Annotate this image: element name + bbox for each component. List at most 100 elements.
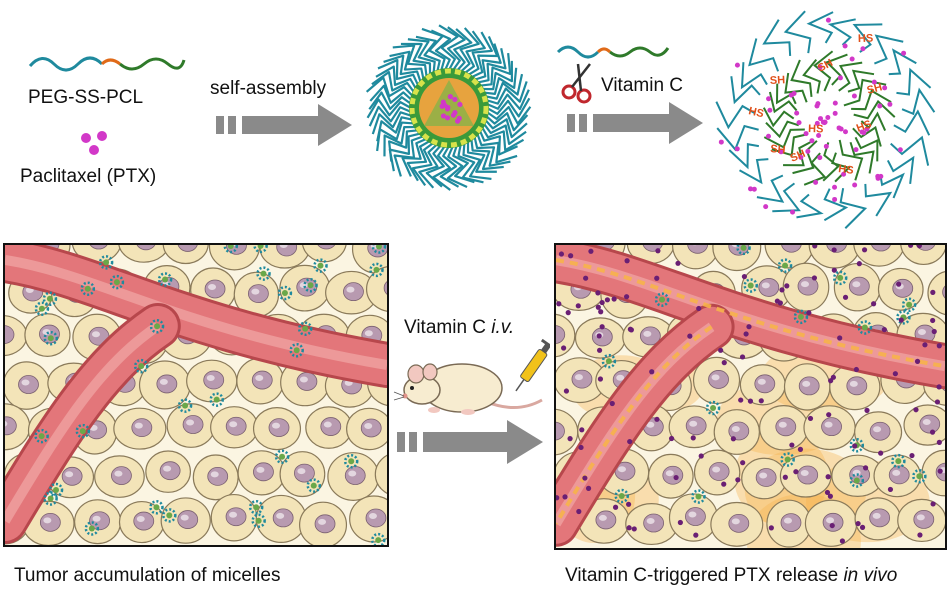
thiol-label: SH [789, 148, 808, 165]
cleaved-chain-icon [556, 45, 670, 59]
cell-nucleus [758, 278, 780, 297]
micelle [614, 488, 629, 504]
ptx-drug [693, 532, 699, 538]
tumor-cell [374, 454, 387, 494]
cell-nucleus [225, 507, 247, 527]
caption-left: Tumor accumulation of micelles [14, 565, 281, 586]
micelle [149, 500, 164, 515]
ptx-drug [595, 304, 601, 310]
cell-nucleus [797, 465, 819, 485]
mouse-icon [393, 363, 543, 415]
ptx-drug [864, 407, 870, 413]
ptx-drug [673, 474, 679, 481]
cell-nucleus [247, 284, 269, 303]
thiol-label: SH [770, 74, 786, 87]
ptx-drug [625, 501, 632, 507]
ptx-drug [862, 465, 869, 471]
ptx-dots-icon [81, 131, 107, 155]
ptx-drug [687, 333, 693, 339]
micelle-icon [365, 24, 532, 191]
micelle [43, 491, 58, 506]
ptx-drug [741, 273, 748, 280]
thiol-label: SH [866, 81, 884, 97]
micelle [34, 428, 49, 444]
cell-nucleus [754, 374, 776, 394]
cell-nucleus [869, 421, 891, 441]
cell-nucleus [708, 370, 729, 389]
micelle [277, 285, 293, 301]
ptx-drug [558, 251, 565, 257]
ptx-drug [631, 526, 637, 532]
micelle [42, 291, 58, 307]
cell-nucleus [156, 374, 178, 394]
cell-nucleus [643, 513, 665, 533]
ptx-drug [556, 301, 562, 307]
ptx-drug [782, 474, 788, 480]
cell-nucleus [755, 468, 777, 487]
ptx-drug [739, 354, 746, 360]
ptx-drug [861, 247, 868, 253]
micelle [274, 449, 290, 464]
ptx-drug [604, 297, 610, 303]
ptx-drug [668, 435, 675, 442]
ptx-drug [898, 317, 904, 323]
ptx-drug [812, 245, 818, 249]
ptx-drug [917, 532, 923, 538]
ptx-drug [579, 427, 585, 433]
ptx-drug [563, 388, 570, 394]
cell-nucleus [556, 325, 566, 344]
micelle [306, 478, 322, 493]
cell-nucleus [89, 245, 108, 250]
ptx-drug [588, 248, 594, 254]
ptx-drug [871, 301, 877, 307]
cell-nucleus [276, 245, 298, 257]
cell-nucleus [343, 282, 364, 302]
ptx-drug [855, 520, 861, 527]
micelle [369, 262, 384, 278]
tumor-panel-right [554, 243, 947, 550]
cell-nucleus [780, 513, 802, 532]
ptx-drug [914, 358, 921, 364]
ptx-drug [655, 248, 661, 254]
ptx-drug [878, 450, 884, 456]
polymer-label: PEG-SS-PCL [28, 87, 144, 108]
iv-label-italic: i.v. [491, 317, 515, 338]
micelle [209, 392, 224, 407]
ptx-drug [831, 267, 837, 273]
micelle [256, 266, 271, 281]
ptx-drug [811, 275, 818, 281]
ptx-drug [599, 324, 605, 330]
ptx-drug [747, 398, 754, 404]
micelle [857, 320, 873, 335]
ptx-drug [568, 253, 574, 259]
ptx-drug [839, 538, 845, 544]
invivo-arrow [397, 420, 543, 464]
ptx-drug [896, 281, 902, 287]
drug-label: Paclitaxel (PTX) [20, 166, 157, 187]
ptx-drug [909, 452, 915, 459]
step2-arrow [567, 102, 703, 144]
micelle [777, 258, 793, 273]
ptx-drug [567, 436, 573, 442]
tumor-cell [712, 245, 762, 272]
micelle [691, 489, 706, 504]
micelle [303, 278, 318, 293]
cell-nucleus [360, 418, 382, 438]
ptx-drug [690, 435, 696, 441]
ptx-drug [583, 275, 589, 281]
ptx-drug [599, 299, 605, 306]
cell-nucleus [225, 416, 247, 436]
cell-nucleus [846, 376, 868, 396]
cell-nucleus [317, 245, 336, 250]
tumor-cell [900, 245, 945, 266]
ptx-drug [675, 260, 681, 266]
ptx-drug [609, 400, 615, 407]
ptx-drug [922, 342, 928, 348]
cell-nucleus [685, 416, 707, 436]
ptx-drug [746, 324, 752, 330]
micelle [75, 423, 91, 439]
micelle [297, 321, 313, 336]
ptx-drug [936, 439, 942, 445]
ptx-drug [654, 416, 660, 422]
